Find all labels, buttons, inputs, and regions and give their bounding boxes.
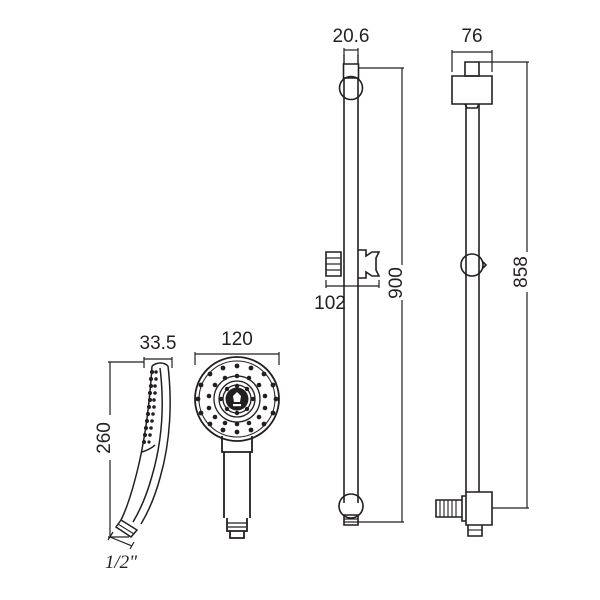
slider-clamp-block <box>325 251 342 277</box>
rail-right-grub-screw <box>460 253 484 277</box>
handset-side-body-line <box>132 367 163 523</box>
slider-holder-bracket <box>325 249 381 279</box>
slider-cradle-arm <box>358 249 381 279</box>
shower-head-outline <box>194 356 280 442</box>
shower-head-hub-slot <box>233 404 241 407</box>
dimension-label-120: 120 <box>221 329 253 350</box>
handset-front-connector <box>226 518 248 532</box>
shower-head-ring-mid <box>218 380 256 418</box>
view-rail-with-outlet <box>435 61 493 537</box>
handset-side-nozzle-texture <box>142 369 158 444</box>
dimension-label-76: 76 <box>461 26 482 47</box>
handset-side-inlet-connector <box>114 518 139 538</box>
rail-right-wall-bracket <box>451 75 493 105</box>
dimension-label-20-6: 20.6 <box>333 26 370 47</box>
shower-head-ring-inner <box>222 384 252 414</box>
dimension-slider-width <box>325 280 380 288</box>
handset-side-neck-line <box>141 444 156 453</box>
outlet-hose-connector <box>435 499 462 518</box>
wall-outlet-elbow <box>435 491 493 537</box>
handset-front-neck <box>221 436 253 453</box>
handset-side-top-cap <box>151 362 169 367</box>
outlet-body <box>465 491 493 526</box>
shower-head-hub-star <box>233 392 241 402</box>
handset-front-handle <box>223 452 251 518</box>
dimension-rail-right-height <box>479 61 529 509</box>
dim-206-ticks <box>343 48 359 56</box>
handset-side-inlet-rib <box>117 523 135 535</box>
dimension-bracket-right-width <box>451 50 493 72</box>
dimension-label-33-5: 33.5 <box>140 333 177 354</box>
outlet-flange <box>461 495 466 522</box>
dim-thread-line <box>109 536 133 547</box>
dimension-rail-left-diameter <box>343 48 359 56</box>
shower-head-ring-outer <box>213 375 261 423</box>
rail-left-top-cap <box>343 55 359 64</box>
dimension-head-diameter <box>194 352 280 365</box>
rail-left-bottom-fixing <box>338 493 364 519</box>
dimension-label-900: 900 <box>386 267 407 299</box>
handset-front-inlet-tip <box>229 531 245 539</box>
dimension-label-858: 858 <box>511 256 532 288</box>
dim-102-ticks <box>325 280 380 288</box>
dim-76-ticks <box>451 50 493 72</box>
view-handset-front <box>194 356 280 539</box>
dimension-label-102: 102 <box>314 293 346 314</box>
rail-left-top-fixing <box>338 75 364 101</box>
dimension-rail-left-height <box>358 67 404 523</box>
view-rail-with-slider <box>325 55 381 526</box>
dimension-inlet-thread <box>107 531 135 550</box>
dimension-label-260: 260 <box>94 422 115 454</box>
rail-right-grub-nub <box>482 261 488 269</box>
view-handset-side <box>114 362 171 538</box>
handset-side-back-edge <box>140 365 171 525</box>
dimension-label-half-inch: 1/2" <box>105 552 138 573</box>
